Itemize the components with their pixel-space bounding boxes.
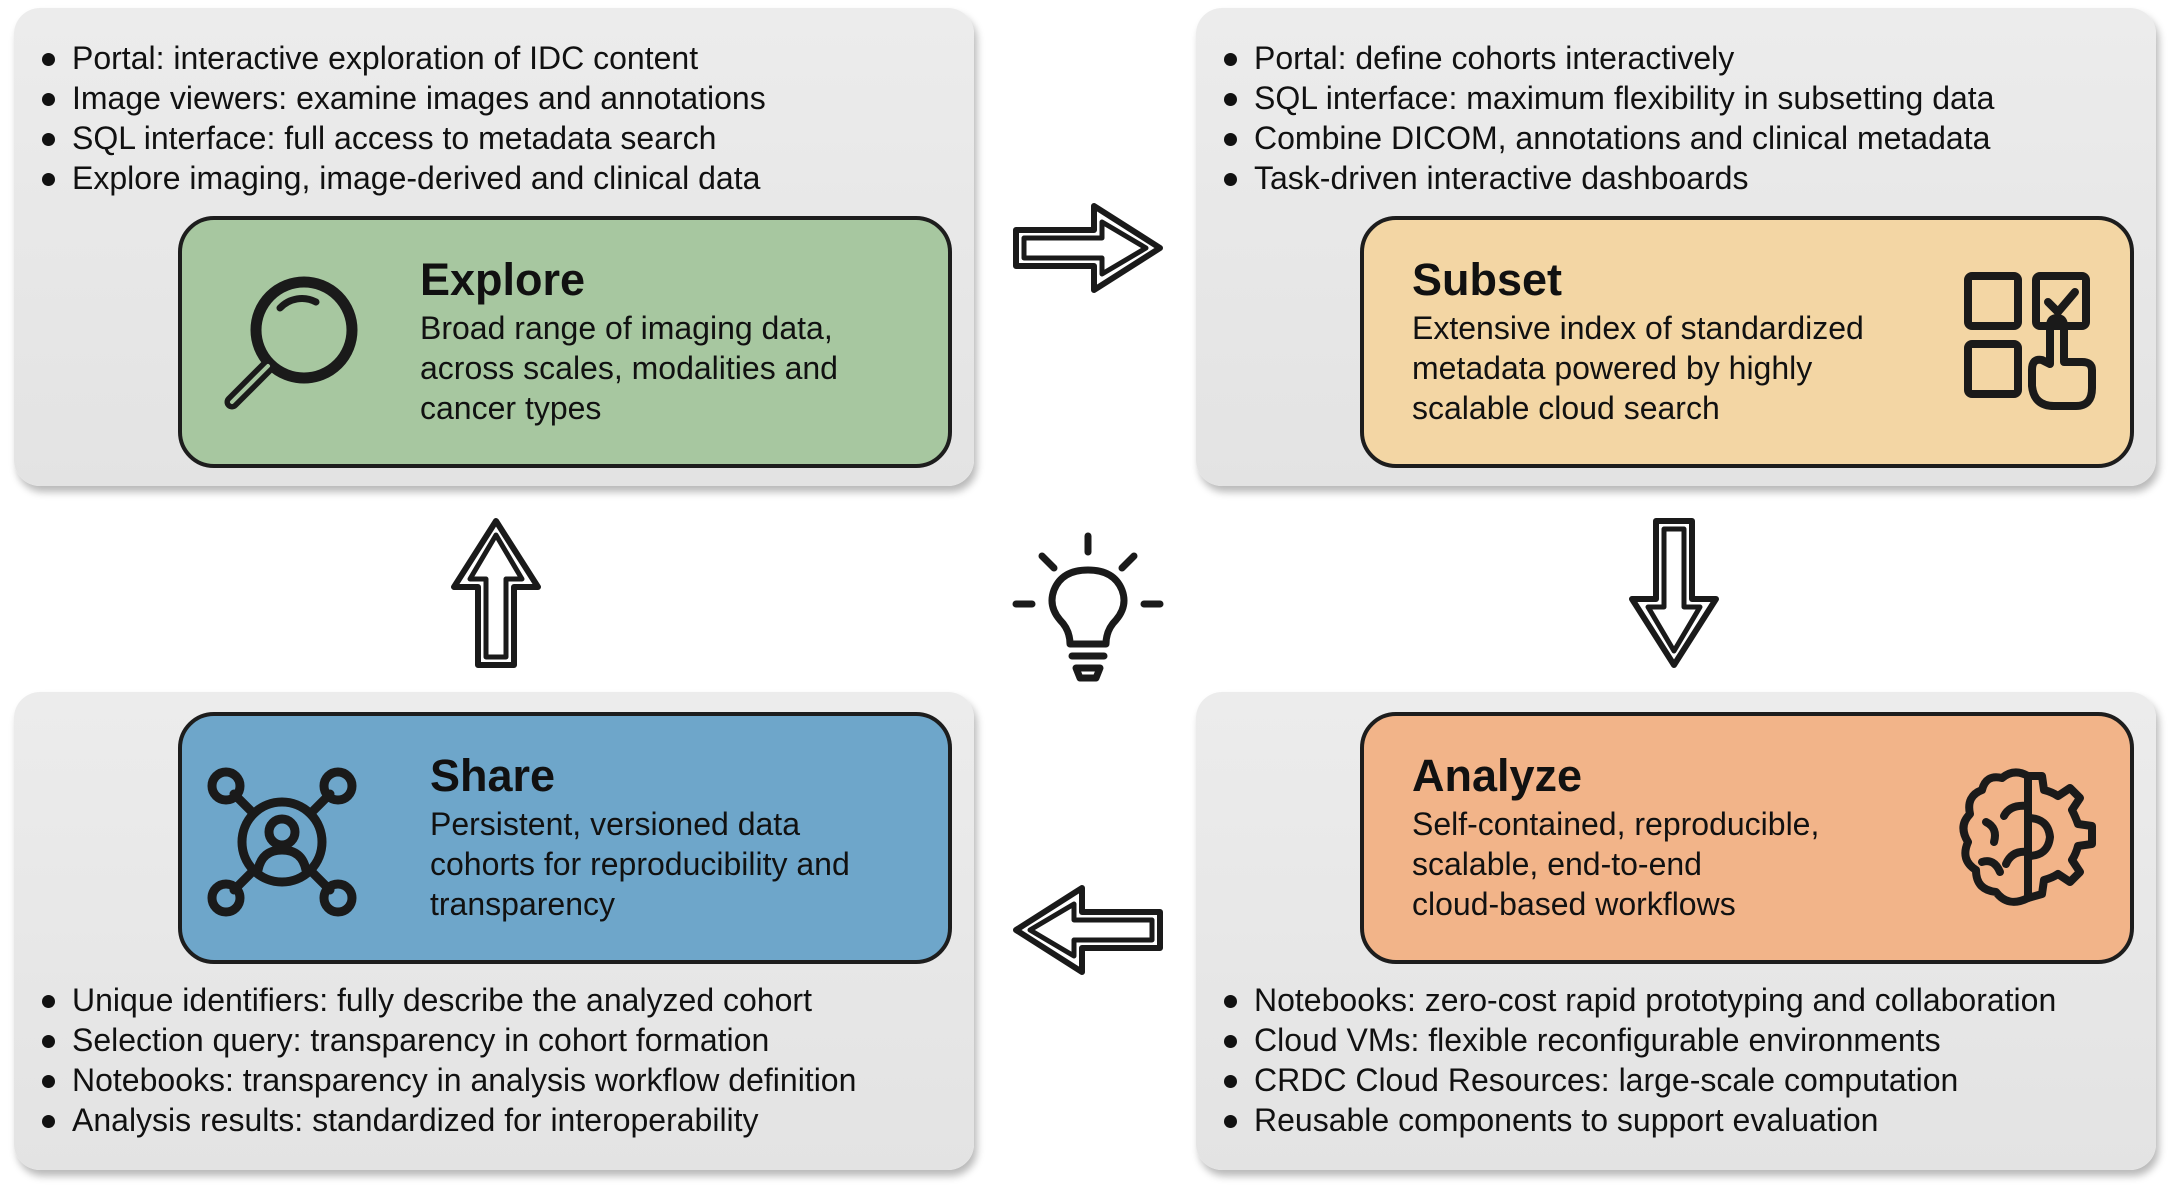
subset-description: Extensive index of standardized metadata… [1412, 310, 1864, 426]
list-item: Selection query: transparency in cohort … [40, 1020, 856, 1060]
arrow-left-icon [1013, 885, 1163, 975]
list-item: Reusable components to support evaluatio… [1222, 1100, 2056, 1140]
list-item: Portal: interactive exploration of IDC c… [40, 38, 766, 78]
brain-gear-icon [1959, 768, 2096, 906]
analyze-bullet-list: Notebooks: zero-cost rapid prototyping a… [1222, 980, 2056, 1140]
share-title: Share [430, 750, 556, 801]
explore-title: Explore [420, 254, 586, 305]
list-item: Notebooks: transparency in analysis work… [40, 1060, 856, 1100]
subset-panel: Portal: define cohorts interactively SQL… [1196, 8, 2156, 486]
arrow-right-icon [1013, 203, 1163, 293]
subset-card: Subset Extensive index of standardized m… [1360, 216, 2134, 468]
arrow-down-icon [1629, 518, 1719, 668]
list-item: Combine DICOM, annotations and clinical … [1222, 118, 1994, 158]
list-item: Portal: define cohorts interactively [1222, 38, 1994, 78]
share-bullet-list: Unique identifiers: fully describe the a… [40, 980, 856, 1140]
analyze-description: Self-contained, reproducible, scalable, … [1412, 806, 1820, 922]
share-card: Share Persistent, versioned data cohorts… [178, 712, 952, 964]
share-description: Persistent, versioned data cohorts for r… [430, 806, 850, 922]
list-item: SQL interface: full access to metadata s… [40, 118, 766, 158]
lightbulb-icon [1012, 532, 1164, 682]
list-item: SQL interface: maximum flexibility in su… [1222, 78, 1994, 118]
list-item: Cloud VMs: flexible reconfigurable envir… [1222, 1020, 2056, 1060]
grid-select-icon [1964, 272, 2096, 410]
list-item: Image viewers: examine images and annota… [40, 78, 766, 118]
list-item: CRDC Cloud Resources: large-scale comput… [1222, 1060, 2056, 1100]
list-item: Notebooks: zero-cost rapid prototyping a… [1222, 980, 2056, 1020]
arrow-up-icon [451, 518, 541, 668]
magnifier-icon [224, 276, 358, 410]
subset-bullet-list: Portal: define cohorts interactively SQL… [1222, 38, 1994, 198]
share-panel: Share Persistent, versioned data cohorts… [14, 692, 974, 1170]
explore-panel: Portal: interactive exploration of IDC c… [14, 8, 974, 486]
analyze-title: Analyze [1412, 750, 1583, 801]
subset-title: Subset [1412, 254, 1563, 305]
analyze-card: Analyze Self-contained, reproducible, sc… [1360, 712, 2134, 964]
analyze-panel: Analyze Self-contained, reproducible, sc… [1196, 692, 2156, 1170]
list-item: Explore imaging, image-derived and clini… [40, 158, 766, 198]
network-user-icon [207, 767, 357, 917]
explore-bullet-list: Portal: interactive exploration of IDC c… [40, 38, 766, 198]
list-item: Task-driven interactive dashboards [1222, 158, 1994, 198]
explore-description: Broad range of imaging data, across scal… [420, 310, 838, 426]
explore-card: Explore Broad range of imaging data, acr… [178, 216, 952, 468]
list-item: Analysis results: standardized for inter… [40, 1100, 856, 1140]
list-item: Unique identifiers: fully describe the a… [40, 980, 856, 1020]
